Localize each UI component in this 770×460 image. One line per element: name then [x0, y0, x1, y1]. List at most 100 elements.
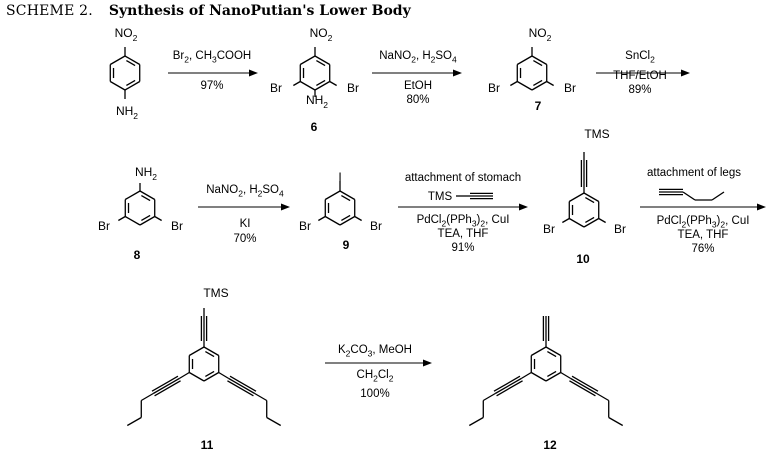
- condition-text: NaNO: [206, 184, 238, 196]
- arrow-step1: [168, 69, 258, 77]
- condition-line: CH2Cl2: [357, 369, 394, 384]
- triple-bond: [151, 375, 179, 392]
- ring-bond: [516, 55, 533, 66]
- no2-group: NO2: [310, 26, 333, 43]
- ring-bond: [324, 190, 341, 201]
- ring-bond: [531, 80, 548, 91]
- condition-text: TEA, THF: [438, 228, 489, 240]
- substituent-bond: [329, 80, 337, 87]
- condition-subscript: 2: [431, 55, 436, 65]
- ring-bond: [545, 371, 562, 382]
- condition-text: attachment of stomach: [405, 172, 521, 184]
- condition-text: 97%: [200, 80, 223, 92]
- condition-text: (PPh: [686, 215, 712, 227]
- ring-double-bond: [341, 194, 351, 202]
- ring-double-bond: [126, 79, 136, 87]
- ring-double-bond: [316, 59, 326, 67]
- substituent-bond: [354, 215, 362, 222]
- chain-bond: [126, 416, 142, 427]
- triple-bond: [570, 377, 598, 395]
- arrow-head: [681, 69, 690, 77]
- ring-bond: [583, 217, 600, 228]
- chain-bond: [711, 191, 725, 201]
- condition-subscript: 3: [368, 349, 373, 359]
- triple-bond: [493, 375, 521, 392]
- substituent-bond: [154, 215, 162, 222]
- condition-line: attachment of stomach: [405, 172, 521, 184]
- condition-text: , MeOH: [372, 344, 412, 356]
- ring-bond: [568, 192, 585, 203]
- label-subscript: 2: [133, 33, 138, 43]
- no2-group: NO2: [529, 26, 552, 43]
- compound-number-10: 10: [576, 252, 590, 266]
- condition-subscript: 3: [212, 55, 217, 65]
- chain-bond: [482, 392, 496, 402]
- br-atom: Br: [347, 81, 359, 95]
- br-atom: Br: [98, 219, 110, 233]
- condition-text: CO: [350, 344, 367, 356]
- arrow-step6: [640, 203, 766, 211]
- ring-double-bond: [205, 350, 215, 358]
- ring-bond: [324, 215, 341, 226]
- condition-text: SnCl: [625, 50, 650, 62]
- condition-line: TEA, THF: [438, 228, 489, 240]
- condition-subscript: 2: [480, 219, 485, 229]
- condition-text: ): [717, 215, 721, 227]
- molecule-11: TMS: [126, 286, 282, 427]
- ring-bond: [583, 192, 600, 203]
- ring-bond: [568, 217, 585, 228]
- condition-subscript: 2: [442, 219, 447, 229]
- condition-line: 91%: [451, 242, 474, 254]
- tms-reagent: TMS: [428, 191, 453, 203]
- condition-line: EtOH: [404, 80, 432, 92]
- condition-subscript: 2: [238, 189, 243, 199]
- ring-bond: [530, 371, 547, 382]
- condition-line: SnCl2: [625, 50, 655, 65]
- condition-subscript: 3: [472, 219, 477, 229]
- condition-subscript: 3: [712, 220, 717, 230]
- iodine-atom: I: [338, 170, 341, 184]
- triple-bond: [494, 377, 522, 395]
- condition-line: THF/EtOH: [613, 70, 667, 82]
- ring-double-bond: [141, 194, 151, 202]
- triple-bond: [571, 375, 599, 392]
- ring-bond: [530, 346, 547, 357]
- substituent-bond: [318, 215, 326, 222]
- substituent-bond: [293, 80, 301, 87]
- ring-bond: [188, 346, 205, 357]
- ring-bond: [109, 80, 126, 91]
- condition-text: K: [338, 344, 346, 356]
- label-subscript: 2: [133, 111, 138, 121]
- condition-text: Br: [173, 50, 185, 62]
- condition-text: 80%: [406, 94, 429, 106]
- condition-text: CH: [357, 369, 374, 381]
- ring-bond: [124, 55, 141, 66]
- condition-line: TEA, THF: [678, 229, 729, 241]
- ring-double-bond: [533, 79, 543, 87]
- ring-bond: [139, 190, 156, 201]
- condition-line: NaNO2, H2SO4: [379, 50, 457, 65]
- condition-subscript: 2: [258, 189, 263, 199]
- arrow-step4: [198, 203, 290, 211]
- ring-double-bond: [205, 370, 215, 378]
- compound-number-11: 11: [201, 438, 214, 452]
- label-subscript: 2: [547, 33, 552, 43]
- triple-bond: [228, 377, 256, 395]
- ring-bond: [124, 190, 141, 201]
- condition-text: THF/EtOH: [613, 70, 667, 82]
- arrow-head: [757, 203, 766, 211]
- condition-subscript: 2: [650, 55, 655, 65]
- ring-bond: [314, 80, 331, 91]
- nh2-group: NH2: [135, 165, 157, 182]
- condition-text: 76%: [691, 243, 714, 255]
- substituent-bond: [520, 371, 532, 380]
- label-subscript: 2: [323, 100, 328, 110]
- substituent-bond: [560, 371, 572, 380]
- condition-text: 70%: [233, 233, 256, 245]
- label-main: NO: [115, 26, 133, 40]
- triple-bond: [227, 380, 254, 397]
- ring-double-bond: [316, 79, 326, 87]
